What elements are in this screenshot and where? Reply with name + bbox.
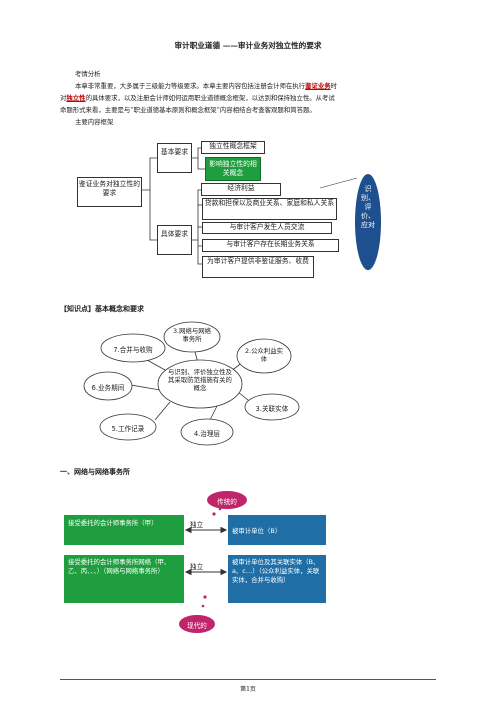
section-network-heading: 一、网络与网络事务所: [60, 467, 130, 476]
concept-node-governance: 4.治理层: [193, 430, 221, 438]
left-top-bg: [64, 515, 184, 545]
note-ellipse: [355, 174, 381, 270]
framework-label: 主要内容框架: [75, 118, 114, 126]
specific-item-longterm: 与审计客户存在长期业务关系: [202, 239, 339, 252]
intro-line-3: 命题形式来看，主要是与“职业道德基本原则和概念框架”内容相结合考查客观题和简答题…: [60, 106, 316, 114]
intro-line-1: 本章非常重要，大多属于三级能力等级要求。本章主要内容包括注册会计师在执行鉴证业务…: [75, 82, 338, 90]
left-bottom-bg: [64, 555, 184, 603]
basic-requirements: 基本要求: [157, 143, 192, 173]
concept-center: 与识别、评价独立性及其采取防范措施有关的概念: [168, 368, 232, 392]
right-top-bg: [228, 515, 326, 545]
page-title: 审计职业道德 ——审计业务对独立性的要求: [174, 41, 322, 50]
knowledge-heading: 【知识点】基本概念和要求: [60, 304, 144, 313]
concept-node-records: 5.工作记录: [111, 425, 145, 433]
kaoqing-label: 考情分析: [75, 70, 101, 78]
concept-node-merger: 7.合并与收购: [113, 346, 153, 354]
intro-line-2: 对独立性的具体要求，以及注册会计师如何运用职业道德概念框架，以达到和保持独立性。…: [60, 94, 335, 102]
traditional-oval: [207, 491, 247, 509]
specific-item-loans: 贷款和担保以及商业关系、家庭和私人关系: [202, 198, 337, 220]
highlight-independence: 独立性: [66, 94, 86, 102]
left-top-text: 接受委托的会计师事务所（甲）: [68, 519, 158, 527]
concept-node-period: 6.业务期间: [91, 384, 125, 392]
independent-label-bottom: 独立: [190, 563, 204, 571]
traditional-label: 传统的: [217, 498, 237, 506]
modern-label: 现代的: [187, 622, 207, 630]
right-bottom-bg: [228, 555, 326, 603]
side-note: 识别、评价、应对: [361, 185, 375, 229]
independent-label-top: 独立: [190, 521, 204, 529]
specific-item-staff: 与审计客户发生人员交流: [202, 222, 332, 234]
concept-node-related: 3.关联实体: [255, 405, 289, 413]
page-number: 第1页: [240, 686, 256, 693]
concept-node-network: 3.网络与网络事务所: [172, 327, 212, 343]
basic-item-concepts: 影响独立性的相关概念: [205, 157, 261, 181]
modern-oval: [179, 615, 215, 633]
left-bottom-text: 接受委托的会计师事务所网络（甲、乙、丙、、、）（网络与网络事务所）: [68, 558, 171, 575]
framework-root: 鉴证业务对独立性的要求: [77, 177, 142, 207]
footer-rule: [60, 679, 436, 680]
highlight-assurance: 鉴证业务: [305, 82, 331, 90]
right-bottom-text: 被审计单位及其关联实体（B、a、c…）（公众利益实体，关联实体，合并与收购）: [232, 558, 320, 584]
specific-item-nonassurance: 为审计客户提供非鉴证服务、收费: [202, 256, 314, 278]
concept-node-public-interest: 2.公众利益实体: [244, 347, 284, 363]
specific-requirements: 具体要求: [157, 225, 192, 255]
right-top-text: 被审计单位（B）: [232, 527, 282, 535]
basic-item-framework: 独立性概念框架: [201, 141, 265, 154]
specific-item-economic: 经济利益: [201, 183, 281, 196]
